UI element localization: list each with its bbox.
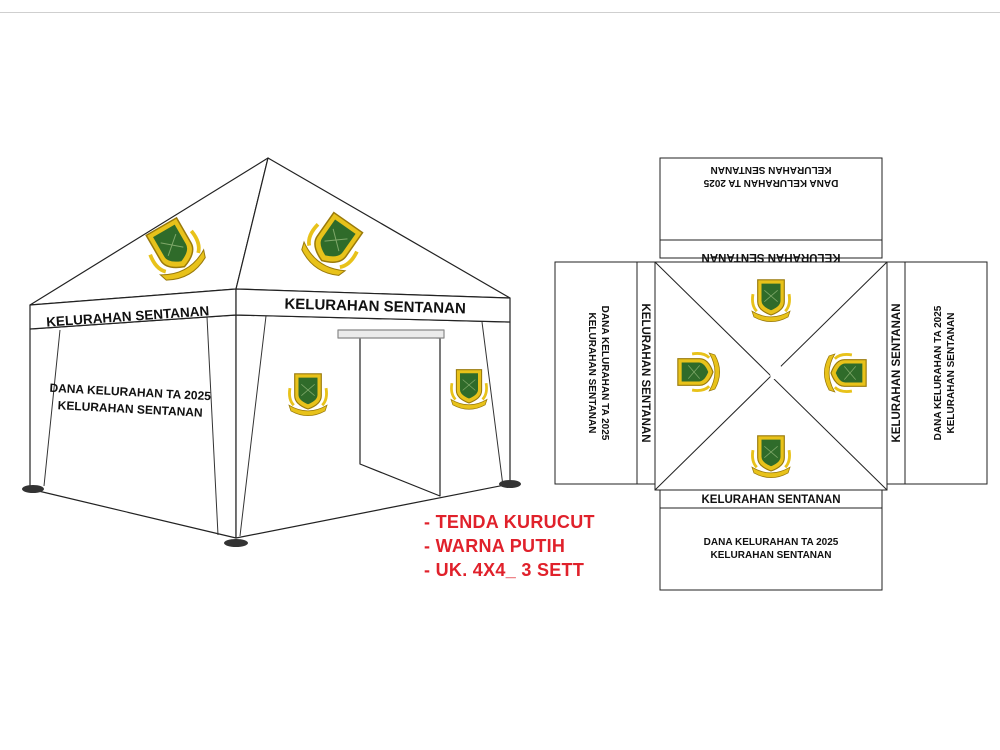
tent-roof-front <box>235 157 511 299</box>
flat-layout-plan <box>554 157 988 591</box>
spec-list: - TENDA KURUCUT - WARNA PUTIH - UK. 4X4_… <box>424 510 595 582</box>
roof-banner-front-text: KELURAHAN SENTANAN <box>284 296 466 318</box>
bottom-panel-banner-text: KELURAHAN SENTANAN <box>701 494 840 506</box>
front-valance <box>235 288 511 323</box>
right-panel-banner-text: KELURAHAN SENTANAN <box>891 303 903 442</box>
bottom-panel-text-line1: DANA KELURAHAN TA 2025 <box>704 537 839 548</box>
top-panel-text-line2: KELURAHAN SENTANAN <box>711 164 832 175</box>
spec-item-size: - UK. 4X4_ 3 SETT <box>424 560 585 580</box>
right-panel-banner <box>886 261 906 485</box>
left-panel-banner-text: KELURAHAN SENTANAN <box>639 303 651 442</box>
tent-roof-left <box>29 157 269 306</box>
emblem-icon <box>676 351 722 393</box>
top-panel-text-line1: DANA KELURAHAN TA 2025 <box>703 177 838 188</box>
right-panel-text-line1: DANA KELURAHAN TA 2025 <box>933 305 944 440</box>
tent-left-wall <box>29 314 237 539</box>
left-panel-text-line2: KELURAHAN SENTANAN <box>586 313 597 434</box>
left-panel-banner <box>636 261 656 485</box>
top-panel-banner-text: KELURAHAN SENTANAN <box>701 251 840 263</box>
tent-door-header <box>337 329 445 339</box>
emblem-icon <box>750 278 792 324</box>
bottom-panel <box>659 507 883 591</box>
right-panel <box>904 261 988 485</box>
right-panel-text-line2: KELURAHAN SENTANAN <box>946 313 957 434</box>
left-panel-text-line1: DANA KELURAHAN TA 2025 <box>599 306 610 441</box>
bottom-panel-text-line2: KELURAHAN SENTANAN <box>711 550 832 561</box>
emblem-icon <box>750 434 792 480</box>
top-divider-line <box>0 12 1000 13</box>
emblem-icon <box>287 372 329 418</box>
emblem-icon <box>822 352 868 394</box>
tent-3d-view <box>22 157 521 547</box>
spec-item-color: - WARNA PUTIH <box>424 536 566 556</box>
top-panel-banner <box>659 239 883 259</box>
emblem-icon <box>449 368 489 411</box>
left-panel <box>554 261 638 485</box>
spec-item-type: - TENDA KURUCUT <box>424 512 595 532</box>
